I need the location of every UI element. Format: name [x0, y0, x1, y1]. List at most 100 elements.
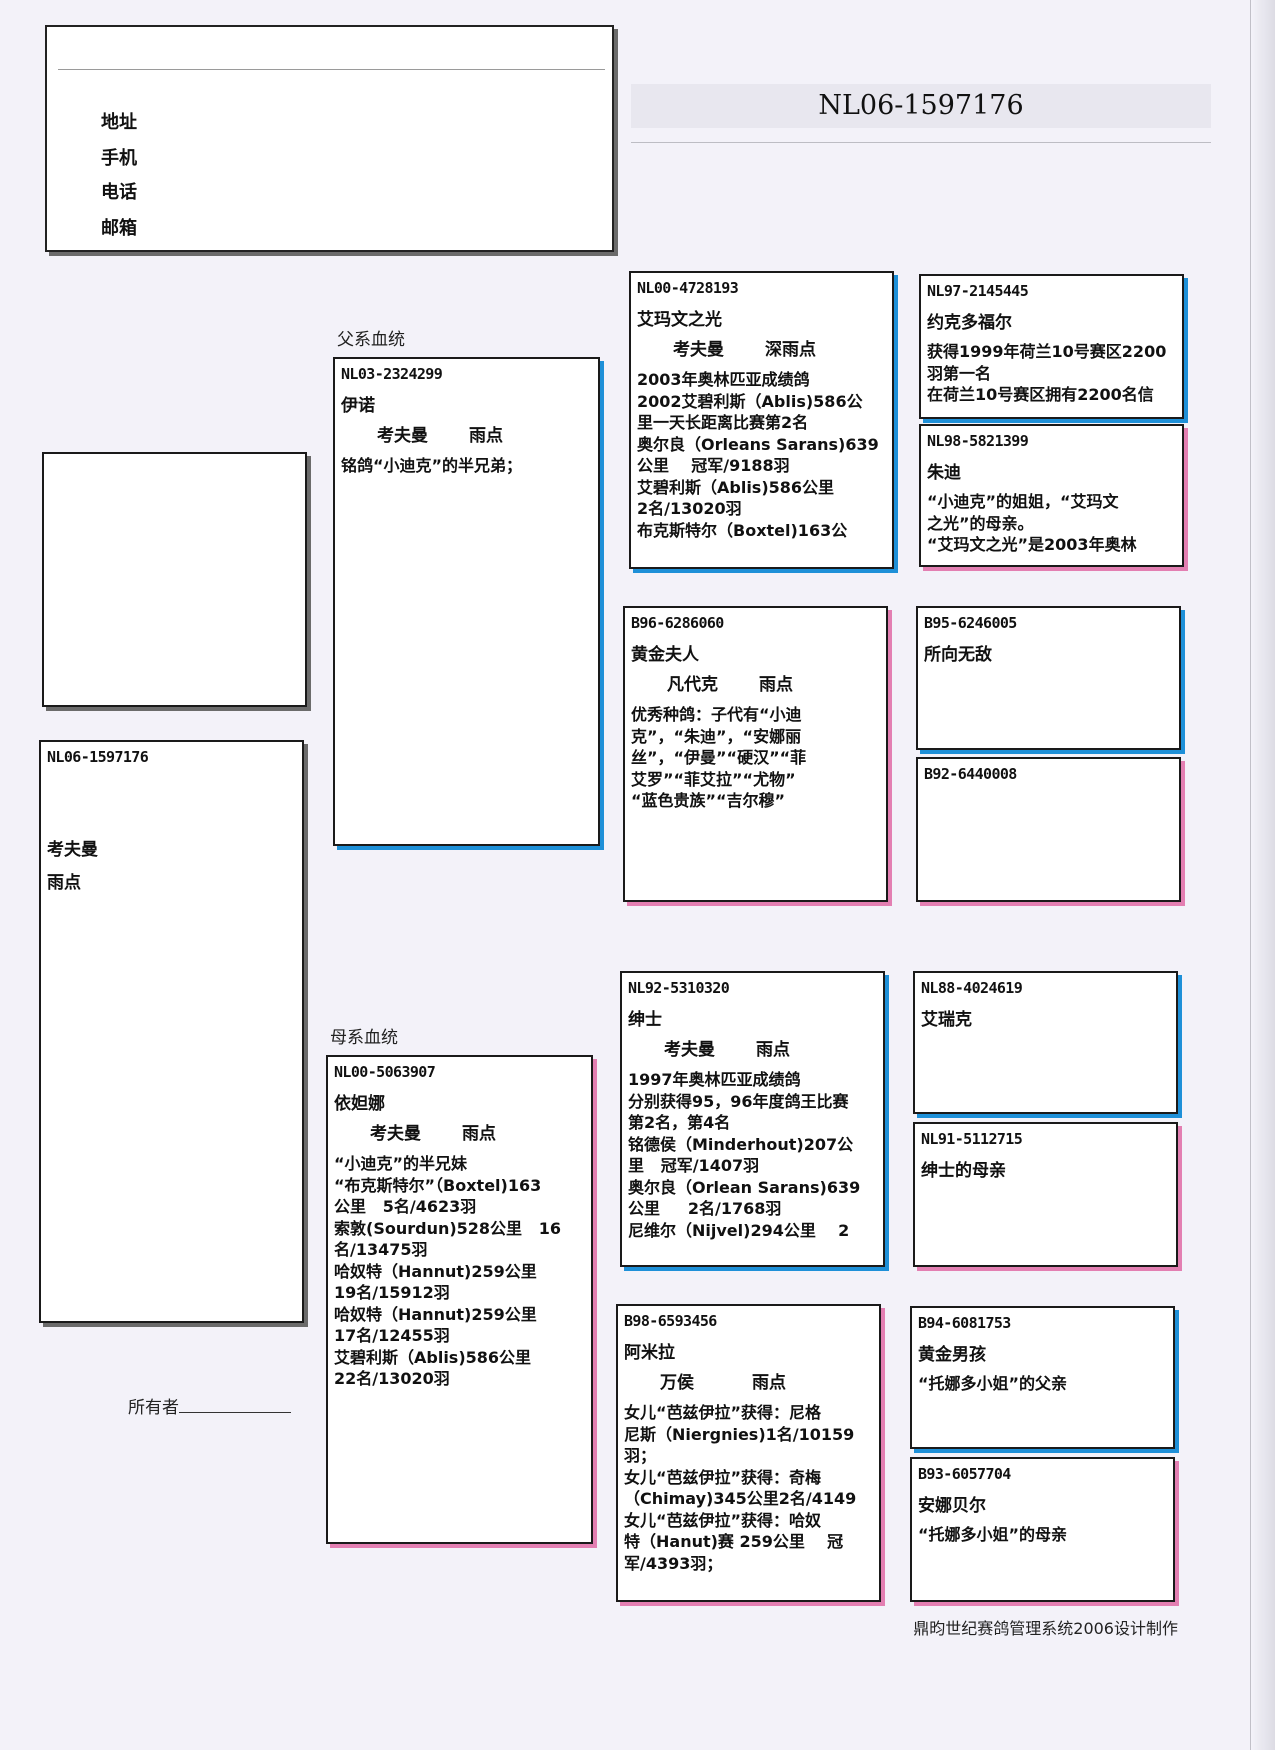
- phone-label: 电话: [101, 182, 137, 203]
- note-line: （Chimay)345公里2名/4149: [624, 1489, 857, 1508]
- ring-number: B93-6057704: [918, 1465, 1011, 1483]
- note-line: 公里 5名/4623羽: [334, 1197, 477, 1216]
- software-credit: 鼎昀世纪赛鸽管理系统2006设计制作: [913, 1619, 1178, 1638]
- note-line: 22名/13020羽: [334, 1369, 450, 1388]
- ring-number: B92-6440008: [924, 765, 1017, 783]
- pigeon-name: 伊诺: [341, 396, 375, 416]
- email-label: 邮箱: [101, 218, 137, 239]
- pigeon-notes: “托娜多小姐”的父亲: [918, 1373, 1171, 1395]
- note-line: 军/4393羽；: [624, 1553, 723, 1573]
- breeder-name: 考夫曼: [47, 840, 98, 860]
- note-line: 艾碧利斯（Ablis)586公里: [637, 477, 835, 497]
- breeder-name: 考夫曼: [377, 426, 428, 446]
- note-line: 克”，“朱迪”，“安娜丽: [631, 726, 802, 746]
- dam-side-label: 母系血统: [330, 1028, 398, 1048]
- ring-number: NL88-4024619: [921, 979, 1023, 997]
- note-line: 艾罗”“菲艾拉”“尤物”: [631, 769, 796, 789]
- breeder-name: 考夫曼: [673, 340, 724, 360]
- ring-number: NL98-5821399: [927, 432, 1029, 450]
- feather-color: 雨点: [469, 426, 503, 446]
- pigeon-card-dam-sire-sire: NL88-4024619 艾瑞克: [913, 971, 1178, 1114]
- ring-number: B95-6246005: [924, 614, 1017, 632]
- owner-label: 所有者: [128, 1398, 179, 1418]
- pigeon-card-dam-dam-dam: B93-6057704 安娜贝尔 “托娜多小姐”的母亲: [910, 1457, 1175, 1602]
- ring-number: B96-6286060: [631, 614, 724, 632]
- ring-number: NL91-5112715: [921, 1130, 1023, 1148]
- breeder-name: 考夫曼: [664, 1040, 715, 1060]
- pigeon-card-dam-dam: B98-6593456 阿米拉 万侯 雨点 女儿“芭兹伊拉”获得：尼格尼斯（Ni…: [616, 1304, 881, 1602]
- pigeon-card-sire-dam-sire: B95-6246005 所向无敌: [916, 606, 1181, 750]
- note-line: 第2名，第4名: [628, 1113, 731, 1132]
- feather-color: 雨点: [759, 675, 793, 695]
- note-line: 优秀种鸽：子代有“小迪: [631, 705, 802, 724]
- note-line: 女儿“芭兹伊拉”获得：奇梅: [624, 1467, 822, 1487]
- breeder-name: 万侯: [660, 1373, 694, 1393]
- pigeon-notes: “小迪克”的姐姐，“艾玛文之光”的母亲。“艾玛文之光”是2003年奥林: [927, 491, 1180, 556]
- pigeon-notes: 铭鸽“小迪克”的半兄弟；: [341, 455, 596, 477]
- pigeon-name: 依妲娜: [334, 1094, 385, 1114]
- note-line: 哈奴特（Hannut)259公里: [334, 1261, 537, 1281]
- ring-number: NL03-2324299: [341, 365, 443, 383]
- pigeon-card-sire-dam: B96-6286060 黄金夫人 凡代克 雨点 优秀种鸽：子代有“小迪克”，“朱…: [623, 606, 888, 902]
- note-line: 尼维尔（Nijvel)294公里 2: [628, 1220, 850, 1240]
- contact-divider: [58, 69, 605, 70]
- ring-number: NL97-2145445: [927, 282, 1029, 300]
- pigeon-card-dam-dam-sire: B94-6081753 黄金男孩 “托娜多小姐”的父亲: [910, 1306, 1175, 1449]
- note-line: 女儿“芭兹伊拉”获得：哈奴: [624, 1510, 822, 1530]
- pigeon-name: 安娜贝尔: [918, 1496, 986, 1516]
- title-band: NL06-1597176: [631, 84, 1211, 128]
- pigeon-name: 黄金夫人: [631, 645, 699, 665]
- pigeon-photo-frame: [42, 452, 307, 707]
- note-line: 里 冠军/1407羽: [628, 1156, 760, 1175]
- pigeon-card-sire: NL03-2324299 伊诺 考夫曼 雨点 铭鸽“小迪克”的半兄弟；: [333, 357, 600, 846]
- pigeon-name: 绅士: [628, 1010, 662, 1030]
- pigeon-name: 艾瑞克: [921, 1010, 972, 1030]
- ring-number: NL06-1597176: [47, 748, 149, 766]
- pigeon-name: 黄金男孩: [918, 1345, 986, 1365]
- breeder-name: 考夫曼: [370, 1124, 421, 1144]
- note-line: 尼斯（Niergnies)1名/10159: [624, 1424, 855, 1444]
- note-line: 丝”，“伊曼”“硬汉”“菲: [631, 748, 807, 767]
- breeder-line: 考夫曼 深雨点: [631, 339, 892, 361]
- note-line: 铭鸽“小迪克”的半兄弟；: [341, 456, 523, 475]
- mobile-label: 手机: [101, 148, 137, 169]
- pigeon-name: 阿米拉: [624, 1343, 675, 1363]
- note-line: 17名/12455羽: [334, 1326, 450, 1345]
- note-line: 2002艾碧利斯（Ablis)586公: [637, 391, 863, 411]
- sire-side-label: 父系血统: [337, 330, 405, 350]
- note-line: 艾碧利斯（Ablis)586公里: [334, 1347, 532, 1367]
- scan-edge-shading: [1250, 0, 1275, 1750]
- pigeon-name: 朱迪: [927, 463, 961, 483]
- ring-number: NL92-5310320: [628, 979, 730, 997]
- pigeon-card-dam: NL00-5063907 依妲娜 考夫曼 雨点 “小迪克”的半兄妹“布克斯特尔”…: [326, 1055, 593, 1544]
- feather-color: 雨点: [462, 1124, 496, 1144]
- note-line: 分别获得95，96年度鸽王比赛: [628, 1091, 849, 1111]
- breeder-line: 考夫曼 雨点: [328, 1123, 591, 1145]
- note-line: “艾玛文之光”是2003年奥林: [927, 535, 1137, 554]
- note-line: “布克斯特尔”（Boxtel)163: [334, 1175, 542, 1195]
- pigeon-name: 约克多福尔: [927, 313, 1012, 333]
- subject-pigeon-card: NL06-1597176 考夫曼 雨点: [39, 740, 304, 1323]
- note-line: 之光”的母亲。: [927, 513, 1034, 533]
- breeder-line: 考夫曼 雨点: [622, 1039, 883, 1061]
- ring-number: B94-6081753: [918, 1314, 1011, 1332]
- breeder-line: 凡代克 雨点: [625, 674, 886, 696]
- note-line: 哈奴特（Hannut)259公里: [334, 1304, 537, 1324]
- note-line: 名/13475羽: [334, 1240, 428, 1259]
- pigeon-name: 艾玛文之光: [637, 310, 722, 330]
- feather-color: 深雨点: [765, 340, 816, 360]
- note-line: 羽第一名: [927, 363, 992, 383]
- note-line: 里一天长距离比赛第2名: [637, 413, 809, 432]
- owner-contact-box: 地址 手机 电话 邮箱: [45, 25, 614, 252]
- note-line: 19名/15912羽: [334, 1283, 450, 1302]
- title-ring-number: NL06-1597176: [818, 90, 1024, 121]
- owner-signature-line: [179, 1396, 291, 1413]
- breeder-line: 万侯 雨点: [618, 1372, 879, 1394]
- note-line: 2003年奥林匹亚成绩鸽: [637, 370, 810, 389]
- breeder-line: 考夫曼 雨点: [335, 425, 598, 447]
- pigeon-notes: 2003年奥林匹亚成绩鸽 2002艾碧利斯（Ablis)586公里一天长距离比赛第…: [637, 369, 890, 541]
- pigeon-name: 绅士的母亲: [921, 1161, 1006, 1181]
